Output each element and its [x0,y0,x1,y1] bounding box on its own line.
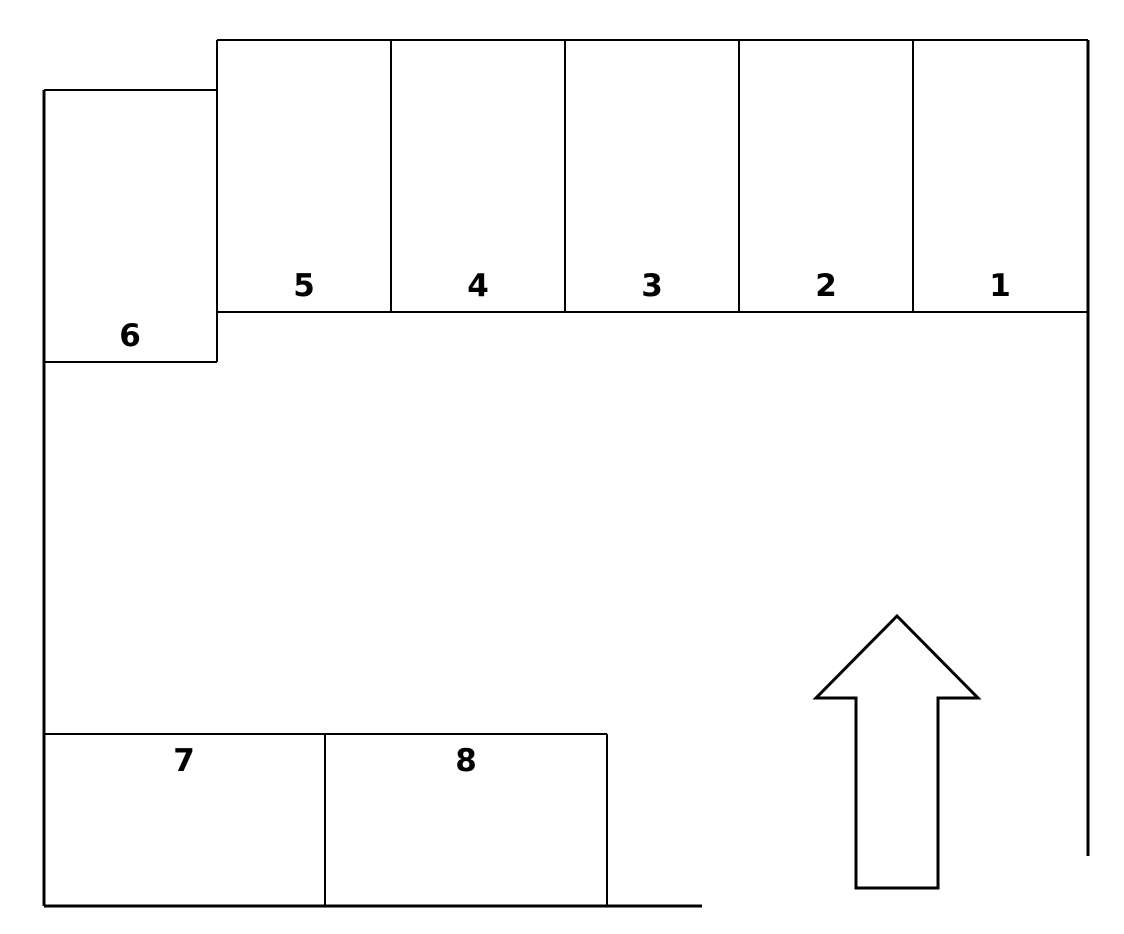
space-label-3: 3 [641,268,663,304]
space-label-4: 4 [467,268,489,304]
space-label-1: 1 [989,268,1011,304]
space-label-8: 8 [455,743,477,779]
space-label-5: 5 [293,268,315,304]
space-label-7: 7 [173,743,195,779]
arrow-up-icon [812,613,982,890]
space-label-2: 2 [815,268,837,304]
space-label-6: 6 [119,318,141,354]
